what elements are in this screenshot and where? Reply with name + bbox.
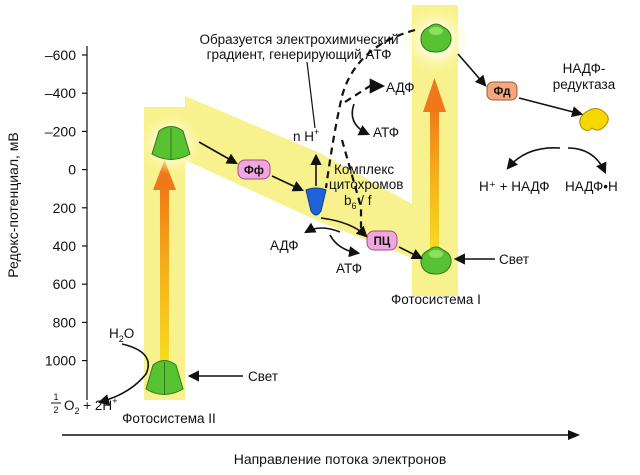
photosystem-ii-bottom <box>145 360 184 395</box>
adp-top-label: АДФ <box>386 80 415 95</box>
arrow-ff-to-cyt <box>271 175 305 192</box>
arrow-adp-bottom <box>304 222 341 234</box>
atp-top-label: АТФ <box>373 125 399 140</box>
y-tick-label: 400 <box>53 238 77 254</box>
gradient-pointer-line <box>306 61 316 129</box>
y-tick-label: 200 <box>53 200 77 216</box>
reductase-label-line1: НАДФ- <box>563 61 606 76</box>
y-tick-label: –200 <box>45 123 76 139</box>
x-axis-title: Направление потока электронов <box>234 451 447 467</box>
carrier-ff-label: Фф <box>244 165 264 177</box>
photosystem-ii-excited <box>141 114 201 174</box>
carrier-fd: Фд <box>486 81 518 101</box>
ps1-energy-arrow <box>423 78 446 258</box>
gradient-text-line1: Образуется электрохимический <box>199 32 398 47</box>
carrier-pc-label: ПЦ <box>374 236 391 248</box>
cytochrome-complex-shape <box>305 187 327 216</box>
arrow-ps1-to-fd <box>457 53 487 87</box>
photosystem-i-excited <box>404 8 468 72</box>
ps2-energy-arrow <box>153 160 176 370</box>
complex-label-line2: цитохромов <box>329 177 403 192</box>
nadp-reactants-label: H⁺ + НАДФ <box>479 179 550 194</box>
arrow-cyt-to-pc <box>320 217 368 238</box>
adp-bottom-label: АДФ <box>270 238 299 253</box>
carrier-ff: Фф <box>237 159 271 180</box>
arrow-atp-bottom <box>329 234 361 258</box>
ps1-light-label: Свет <box>499 252 529 267</box>
y-tick-label: 600 <box>53 276 77 292</box>
oxygen-label: 1 2 O2 + 2H+ <box>51 392 117 416</box>
dashed-to-adp-top <box>344 78 386 103</box>
arrow-nadp-left <box>506 147 561 170</box>
carrier-pc: ПЦ <box>366 230 398 251</box>
svg-text:1: 1 <box>53 392 58 402</box>
arrow-water-split <box>97 343 150 406</box>
svg-text:O2 + 2H+: O2 + 2H+ <box>64 396 117 416</box>
y-tick-label: 0 <box>68 162 76 178</box>
y-tick-label: 800 <box>53 314 77 330</box>
nadph-label: НАДФ•H <box>565 179 618 194</box>
gradient-text-line2: градиент, генерирующий АТФ <box>207 47 392 62</box>
electron-path-band <box>144 5 458 400</box>
ps2-light-label: Свет <box>248 369 278 384</box>
y-tick-label: –600 <box>45 47 76 63</box>
svg-text:2: 2 <box>53 405 58 415</box>
arrow-nadp-right <box>567 147 607 175</box>
carrier-fd-label: Фд <box>493 86 511 98</box>
reductase-label-line2: редуктаза <box>553 77 616 92</box>
photosystem-i-bottom <box>420 246 452 275</box>
complex-label-line3: b6 / f <box>344 193 372 211</box>
ps1-label: Фотосистема I <box>391 292 481 307</box>
complex-label-line1: Комплекс <box>334 162 394 177</box>
arrow-adp-to-atp-top <box>351 103 371 136</box>
y-axis: –600 –400 –200 0 200 400 600 800 1000 Редокс-пот… <box>5 46 88 400</box>
proton-label: n H+ <box>293 127 319 144</box>
y-tick-label: 1000 <box>45 353 76 369</box>
dashed-cyclic-lower <box>340 139 363 232</box>
arrow-pc-to-ps1 <box>398 246 424 260</box>
x-axis: Направление потока электронов <box>62 430 580 467</box>
arrow-ps2-to-ff <box>198 141 238 165</box>
arrow-fd-to-reductase <box>518 97 584 118</box>
nadp-reductase-shape <box>579 108 609 131</box>
water-label: H2O <box>109 326 134 344</box>
y-tick-label: –400 <box>45 85 76 101</box>
ps2-label: Фотосистема II <box>122 411 216 426</box>
y-axis-title: Редокс-потенциал, мВ <box>5 132 21 277</box>
atp-bottom-label: АТФ <box>336 261 362 276</box>
